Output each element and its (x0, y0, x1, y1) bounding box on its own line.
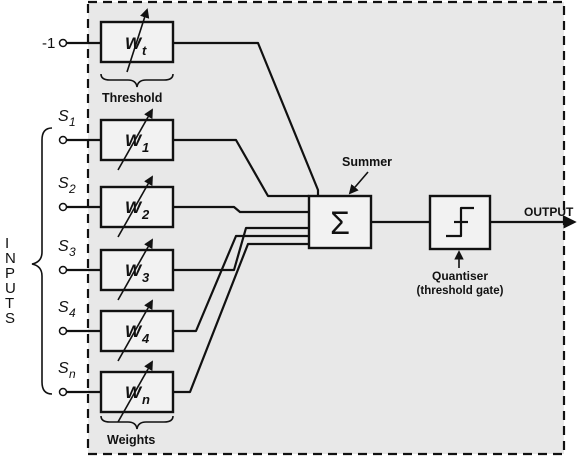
weight-sub: 2 (141, 207, 150, 222)
weight-sub: 1 (142, 140, 149, 155)
weight-box (99, 248, 175, 292)
weight-box (99, 309, 175, 353)
threshold-brace (100, 73, 174, 88)
input-symbol-sub: 1 (69, 115, 76, 129)
adjust-arrow-icon (117, 299, 153, 362)
summer-box (307, 194, 373, 250)
input-symbol-sub: 3 (69, 245, 76, 259)
input-terminal (58, 326, 68, 336)
threshold-input-value: -1 (42, 35, 55, 52)
inputs-letter: P (5, 265, 15, 282)
adjust-arrow-icon (117, 360, 153, 423)
input-symbol: S (58, 108, 69, 125)
threshold-input-terminal (58, 38, 68, 48)
summer-symbol: Σ (330, 205, 350, 241)
summer: Σ Summer (307, 155, 392, 250)
quantiser-label-line1: Quantiser (432, 269, 488, 283)
inputs-brace (31, 127, 53, 395)
inputs-letter: U (5, 280, 16, 297)
quantiser-label-line2: (threshold gate) (417, 285, 504, 297)
input-symbol: S (58, 299, 69, 316)
input-terminal (58, 387, 68, 397)
inputs-letter: I (5, 235, 9, 252)
input-symbol: S (58, 360, 69, 377)
weight-sub: n (142, 392, 150, 407)
adjust-arrow-icon (117, 238, 153, 301)
weight-box (99, 118, 175, 162)
inputs-letter: T (5, 295, 14, 312)
weights-brace (100, 415, 174, 430)
inputs-letter: S (5, 310, 15, 327)
weight-sub: 4 (141, 331, 150, 346)
inputs-letter: N (5, 250, 16, 267)
input-symbol-sub: 4 (69, 306, 76, 320)
input-symbol: S (58, 175, 69, 192)
adjust-arrow-icon (126, 8, 150, 73)
summer-pointer-arrow (348, 171, 369, 195)
input-terminal (58, 202, 68, 212)
input-terminal (58, 265, 68, 275)
input-symbol: S (58, 238, 69, 255)
output-label: OUTPUT (524, 205, 574, 219)
adjust-arrow-icon (117, 108, 153, 171)
weights-label: Weights (107, 433, 155, 447)
threshold-weight-sub: t (142, 43, 147, 58)
weight-sub: 3 (142, 270, 150, 285)
input-symbol-sub: n (69, 367, 76, 381)
input-symbol-sub: 2 (68, 182, 76, 196)
weight-box (99, 370, 175, 414)
summer-label: Summer (342, 155, 392, 169)
input-terminal (58, 135, 68, 145)
quantiser: Quantiser (threshold gate) (417, 194, 504, 297)
threshold-label: Threshold (102, 91, 162, 105)
inputs-label: I N P U T S (5, 235, 16, 327)
summer-input-wires (173, 41, 320, 394)
adjust-arrow-icon (117, 175, 153, 238)
